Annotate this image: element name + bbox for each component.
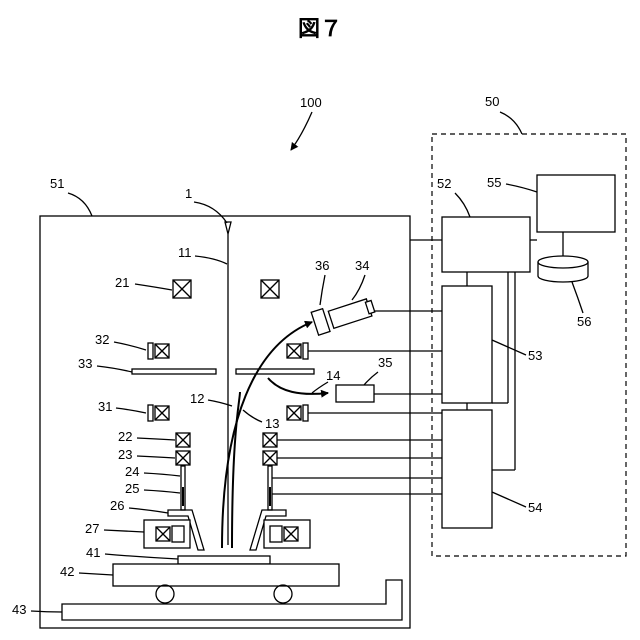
storage-56-top [538,256,588,268]
leader-26 [129,508,168,513]
label-1: 1 [185,186,192,201]
leader-14 [312,382,328,393]
leader-42 [79,573,113,575]
label-100: 100 [300,95,322,110]
label-55: 55 [487,175,501,190]
deflector-31-plate-left [148,405,153,421]
coil-22-right [263,433,277,447]
yoke-27-left [172,526,184,542]
detector-36-group [311,309,330,336]
objective-coil-27-right [284,527,298,541]
label-14: 14 [326,368,340,383]
controller-54 [442,410,492,528]
storage-56 [538,256,588,282]
label-24: 24 [125,464,139,479]
leader-32 [114,342,146,350]
leader-31 [116,408,146,413]
deflector-32-coil-right [287,344,301,358]
objective-coil-27-left [156,527,170,541]
leader-41 [105,554,178,559]
leader-52 [455,193,470,217]
deflector-31-coil-left [155,406,169,420]
leader-56 [572,282,583,313]
display-55 [537,175,615,232]
label-13: 13 [265,416,279,431]
label-22: 22 [118,429,132,444]
leader-35 [364,372,378,385]
leader-22 [137,438,175,440]
leader-51 [68,193,92,216]
label-43: 43 [12,602,26,617]
stage-wheel-right [274,585,292,603]
figure-title: 図７ [298,17,342,42]
label-11: 11 [178,245,192,260]
leader-27 [104,530,144,532]
label-56: 56 [577,314,591,329]
leader-25 [144,490,180,493]
label-27: 27 [85,521,99,536]
label-23: 23 [118,447,132,462]
coil-23-left [176,451,190,465]
deflector-32-plate-right [303,343,308,359]
stage-42 [113,564,339,586]
leader-1 [194,202,227,223]
yoke-27-right [270,526,282,542]
label-41: 41 [86,545,100,560]
label-36: 36 [315,258,329,273]
deflector-32-coil-left [155,344,169,358]
leader-54 [492,492,526,507]
label-31: 31 [98,399,112,414]
label-33: 33 [78,356,92,371]
leader-23 [137,456,175,458]
coil-23-right [263,451,277,465]
detector-34-group [328,298,375,329]
leader-33 [97,366,132,372]
label-53: 53 [528,348,542,363]
label-25: 25 [125,481,139,496]
leader-55 [506,184,537,192]
stage-wheel-left [156,585,174,603]
plate-33-right [236,369,314,374]
sample-41 [178,556,270,564]
leader-43 [31,611,62,612]
label-52: 52 [437,176,451,191]
deflector-32-plate-left [148,343,153,359]
controller-53 [442,286,492,403]
leader-34 [352,275,365,300]
leader-36 [320,275,325,305]
label-42: 42 [60,564,74,579]
plate-33-left [132,369,216,374]
deflector-31-plate-right [303,405,308,421]
detector-element-36 [311,309,330,336]
pointer-100 [291,112,312,150]
lens-21-right [261,280,279,298]
label-35: 35 [378,355,392,370]
label-50: 50 [485,94,499,109]
label-54: 54 [528,500,542,515]
leader-21 [135,284,172,290]
label-51: 51 [50,176,64,191]
leader-53 [492,340,526,355]
leader-13 [243,410,262,422]
label-34: 34 [355,258,369,273]
leader-11 [195,256,227,264]
controller-52 [442,217,530,272]
leader-50 [500,112,522,134]
coil-22-left [176,433,190,447]
deflector-31-coil-right [287,406,301,420]
label-21: 21 [115,275,129,290]
electron-source-1 [225,222,231,234]
leader-24 [144,473,180,476]
detector-35 [336,385,374,402]
label-12: 12 [190,391,204,406]
lens-21-left [173,280,191,298]
electron-path-14 [268,378,328,394]
label-32: 32 [95,332,109,347]
label-26: 26 [110,498,124,513]
